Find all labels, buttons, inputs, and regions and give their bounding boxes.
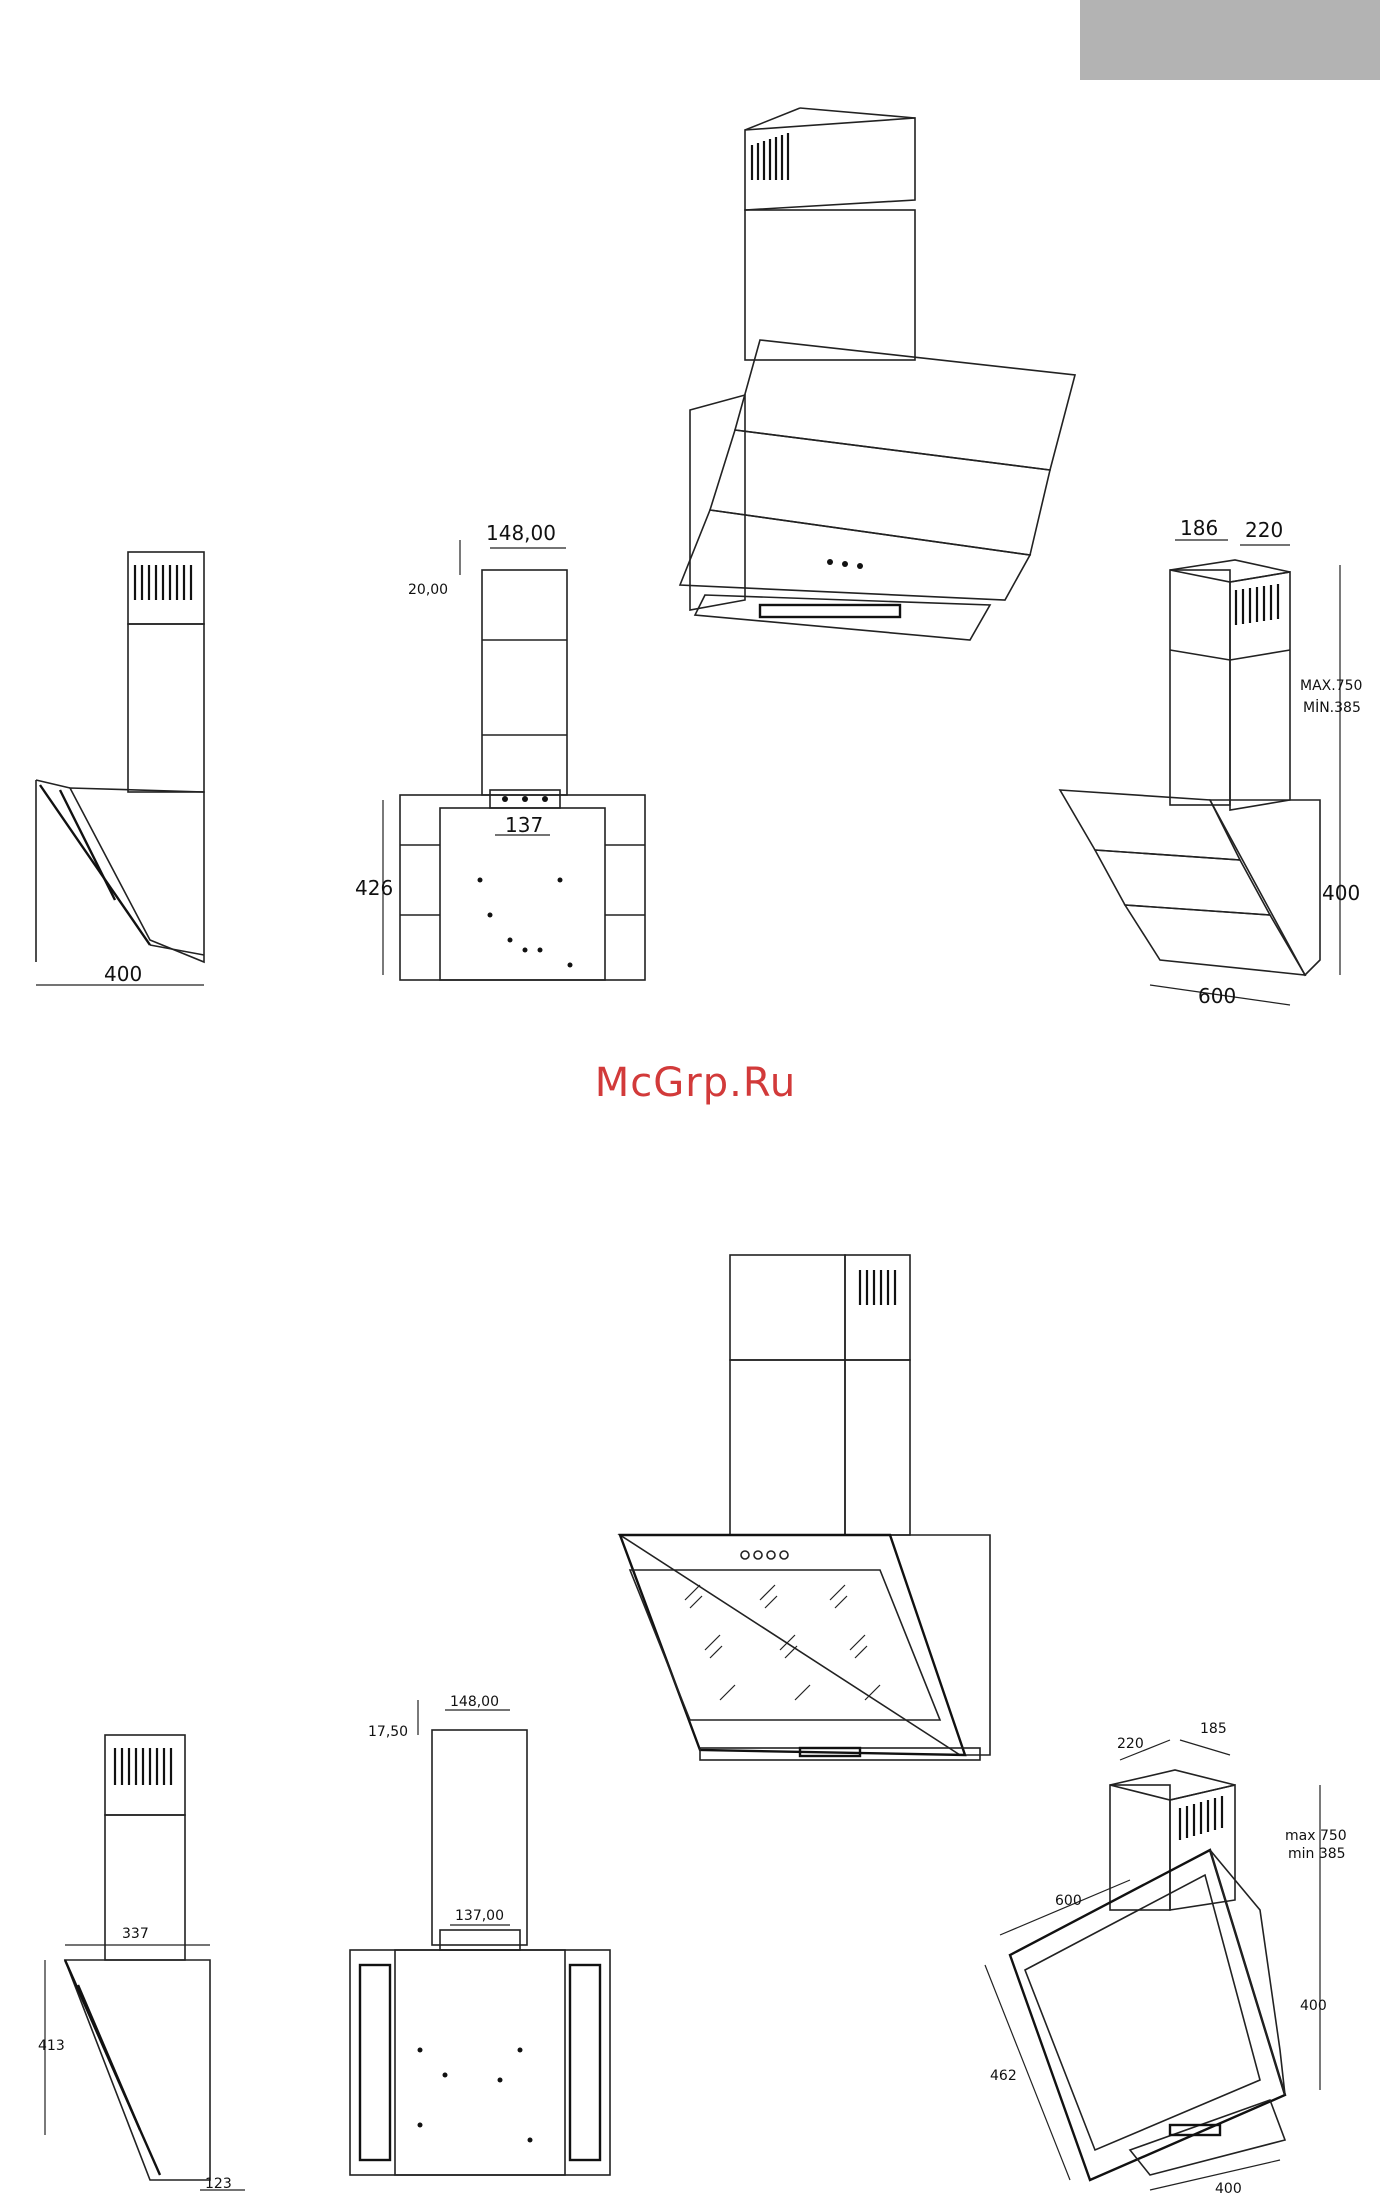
hood-side-view-bottom: 337 413 123 [38, 1735, 245, 2192]
hood-isometric-bottom: 220 185 max 750 min 385 400 600 462 400 [985, 1721, 1347, 2197]
hood-perspective-bottom [620, 1255, 990, 1760]
dim-iso-depth: 186 [1180, 516, 1218, 540]
dim-chimney-width: 148,00 [486, 521, 556, 545]
dim-side-width: 400 [104, 962, 142, 986]
dim-bracket-width-2: 137,00 [455, 1908, 504, 1924]
dim-top-gap: 20,00 [408, 582, 448, 598]
hood-perspective-top [680, 108, 1075, 640]
dim-iso-body-width: 600 [1198, 984, 1236, 1008]
hood-front-view-top: 148,00 20,00 137 426 [355, 521, 645, 980]
dim-chimney-width-2: 148,00 [450, 1694, 499, 1710]
dim-iso-body-height-2: 400 [1300, 1998, 1327, 2014]
dim-bracket-width: 137 [505, 813, 543, 837]
dim-iso-width: 220 [1245, 518, 1283, 542]
dim-side-depth: 337 [122, 1926, 149, 1942]
hood-front-view-bottom: 148,00 17,50 137,00 [350, 1694, 610, 2175]
hood-isometric-top: 186 220 MAX.750 MİN.385 400 600 [1060, 516, 1362, 1008]
dim-iso-depth-2: 185 [1200, 1721, 1227, 1737]
hood-side-view-top: 400 [36, 552, 204, 986]
dim-side-bottom: 123 [205, 2176, 232, 2192]
dim-iso-max-2: max 750 [1285, 1828, 1347, 1844]
dim-iso-bottom-2: 400 [1215, 2181, 1242, 2197]
watermark: McGrp.Ru [0, 1060, 1391, 1106]
dim-iso-front-width-2: 600 [1055, 1893, 1082, 1909]
dim-top-gap-2: 17,50 [368, 1724, 408, 1740]
dim-side-height: 413 [38, 2038, 65, 2054]
dim-iso-max: MAX.750 [1300, 678, 1362, 694]
dim-iso-body-height: 400 [1322, 881, 1360, 905]
dim-iso-width-2: 220 [1117, 1736, 1144, 1752]
dim-iso-min-2: min 385 [1288, 1846, 1346, 1862]
dim-iso-min: MİN.385 [1303, 698, 1361, 716]
dim-front-height: 426 [355, 876, 393, 900]
dim-iso-diag-2: 462 [990, 2068, 1017, 2084]
